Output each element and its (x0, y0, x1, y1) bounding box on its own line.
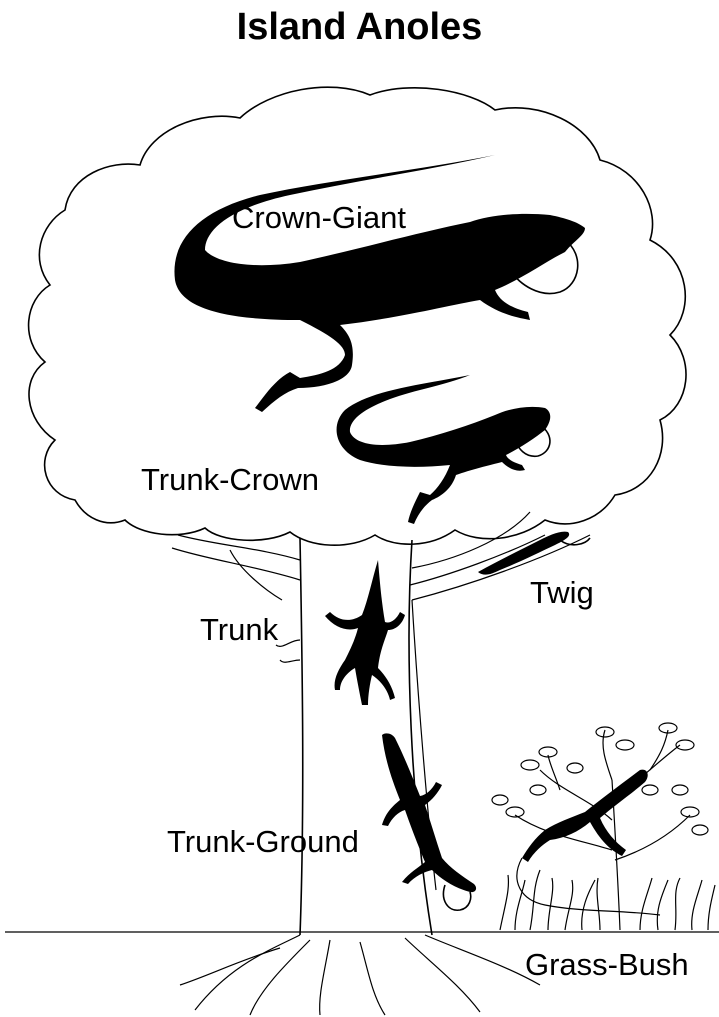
tree-roots (360, 942, 385, 1015)
label-trunk: Trunk (200, 612, 279, 647)
label-trunk-crown: Trunk-Crown (141, 462, 319, 497)
label-twig: Twig (530, 575, 594, 610)
tree-roots (320, 940, 330, 1015)
grass-bush-anole-tail (517, 858, 660, 915)
grass-bush-anole (522, 770, 648, 862)
label-trunk-ground: Trunk-Ground (167, 824, 359, 859)
trunk-ground-anole (382, 733, 476, 892)
tree-branch (276, 640, 300, 646)
tree-branch (172, 548, 300, 580)
label-crown-giant: Crown-Giant (232, 200, 406, 235)
tree-roots (195, 935, 300, 1010)
tree-roots (180, 948, 280, 985)
tree-branch (178, 535, 300, 560)
trunk-anole (325, 560, 405, 705)
tree-roots (405, 938, 480, 1012)
label-grass-bush: Grass-Bush (525, 947, 689, 982)
tree-trunk (300, 538, 303, 935)
tree-roots (425, 935, 540, 985)
tree-branch (230, 550, 282, 600)
tree-branch (410, 535, 545, 585)
tree-roots (250, 940, 310, 1015)
trunk-crown-anole (337, 375, 551, 524)
tree-branch (280, 660, 300, 662)
